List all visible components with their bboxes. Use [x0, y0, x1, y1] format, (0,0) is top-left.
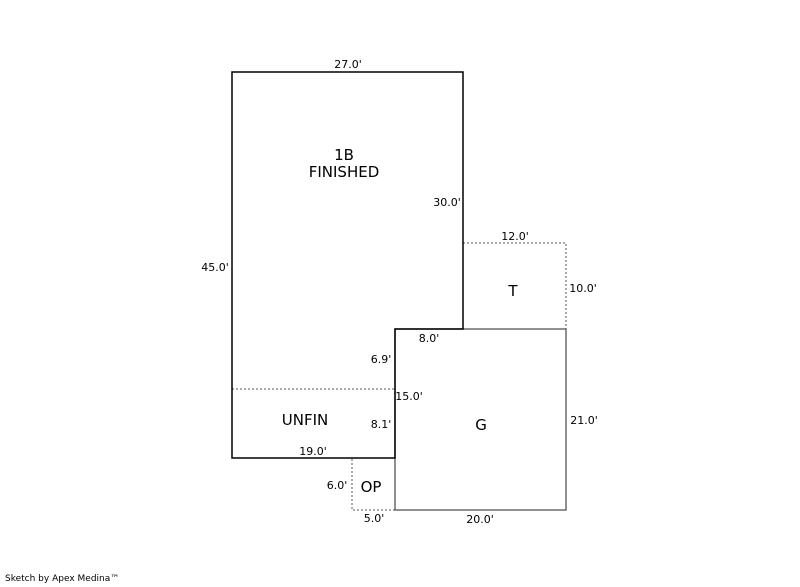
dim-t-right: 10.0': [569, 282, 597, 295]
area-label-open-porch: OP: [361, 478, 382, 496]
dim-step-total: 15.0': [395, 390, 423, 403]
dim-op-bottom: 5.0': [364, 512, 385, 525]
sketch-credit: Sketch by Apex Medina™: [5, 574, 120, 584]
dim-main-top: 27.0': [334, 58, 362, 71]
dim-g-right: 21.0': [570, 414, 598, 427]
dim-main-right-upper: 30.0': [433, 196, 461, 209]
dim-step-horizontal: 8.0': [419, 332, 440, 345]
dim-main-left: 45.0': [201, 261, 229, 274]
area-label-main: 1B: [334, 146, 354, 164]
area-label-unfin: UNFIN: [282, 411, 328, 429]
dim-g-bottom: 20.0': [466, 513, 494, 526]
dim-step-lower: 8.1': [371, 418, 392, 431]
area-label-garage: G: [475, 416, 487, 434]
area-label-main-sub: FINISHED: [309, 163, 380, 181]
area-label-terrace: T: [507, 282, 518, 300]
dim-unfin-bottom: 19.0': [299, 445, 327, 458]
open-porch-outline: [351, 458, 395, 511]
dim-op-left: 6.0': [327, 479, 348, 492]
dim-step-upper: 6.9': [371, 353, 392, 366]
main-building-outline: [231, 71, 464, 459]
dim-t-top: 12.0': [501, 230, 529, 243]
